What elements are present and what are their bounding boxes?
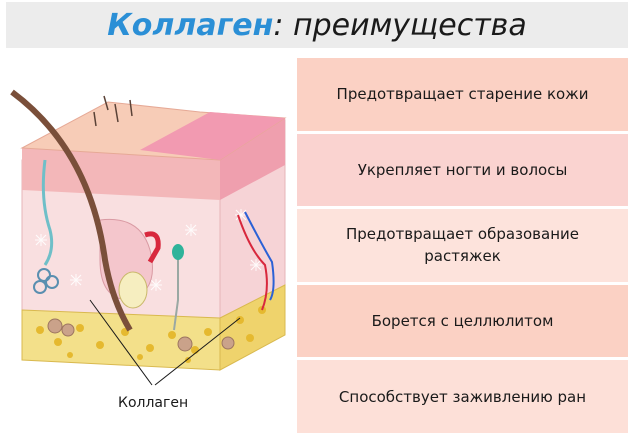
benefit-item: Способствует заживлению ран (297, 360, 628, 433)
blood-vessel-blue (244, 211, 275, 301)
collagen-fibers (35, 209, 262, 291)
benefit-item: Предотвращает старение кожи (297, 58, 628, 134)
fat-cells (36, 306, 266, 363)
benefit-item: Укрепляет ногти и волосы (297, 133, 628, 210)
skin-cross-section-illustration (10, 89, 287, 386)
benefit-item: Борется с целлюлитом (297, 284, 628, 361)
benefit-item: Предотвращает образование растяжек (297, 209, 628, 285)
hair-shaft (10, 89, 133, 332)
title-accent: Коллаген (107, 7, 274, 43)
benefits-list: Предотвращает старение кожи Укрепляет но… (297, 58, 628, 433)
page-title: Коллаген: преимущества (6, 2, 628, 48)
collagen-pointers (89, 299, 241, 386)
fat-lobules (47, 318, 235, 352)
title-rest: : преимущества (273, 7, 527, 43)
blood-vessel-red (237, 214, 268, 311)
sweat-gland-coil (33, 268, 59, 294)
collagen-label: Коллаген (118, 395, 189, 411)
